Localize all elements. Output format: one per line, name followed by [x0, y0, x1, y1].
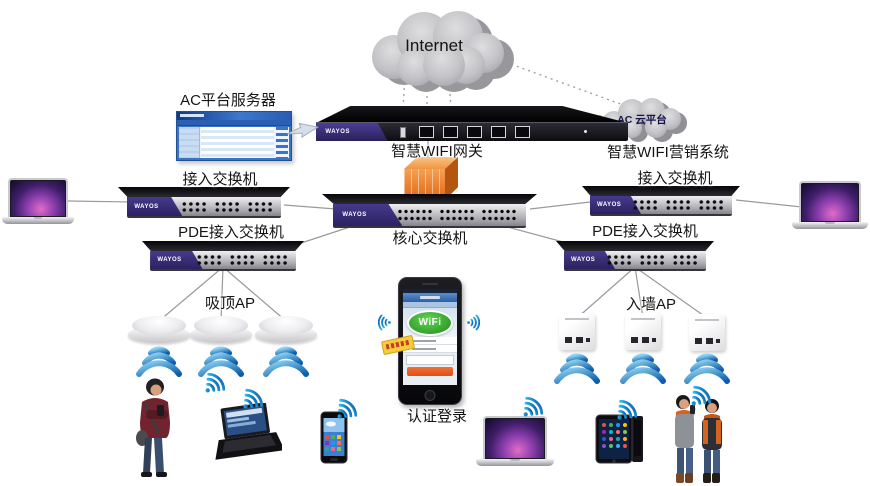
- link-pde-ap2: [220, 266, 224, 322]
- tablet-icon: [595, 414, 643, 464]
- ac-server-label: AC平台服务器: [180, 92, 276, 109]
- link-accessleft-core: [283, 204, 337, 210]
- login-button: [407, 367, 453, 376]
- link-core-accessright: [529, 201, 591, 210]
- wifi-signal-icon: [691, 385, 712, 406]
- link-pde-wap2: [634, 266, 644, 319]
- ceiling-ap-label: 吸顶AP: [204, 295, 256, 312]
- server-navbar: [177, 120, 291, 126]
- wall-ap-icon: [689, 314, 725, 351]
- access-switch-right-label: 接入交换机: [637, 170, 713, 187]
- ceiling-ap-icon: [190, 316, 252, 343]
- link-core-pdeleft: [294, 224, 357, 246]
- wall-ap-icon: [559, 313, 595, 350]
- ceiling-ap-icon: [128, 316, 190, 343]
- pde-switch-left-label: PDE接入交换机: [178, 224, 284, 241]
- wifi-signal-icon: [523, 396, 544, 417]
- wifi-wave-icon: [620, 353, 666, 384]
- wifi-signal-icon: [205, 372, 226, 393]
- wifi-wave-icon: [263, 346, 309, 377]
- pde-switch-right-label: PDE接入交换机: [592, 223, 698, 240]
- server-table: [179, 127, 289, 158]
- server-titlebar: [177, 112, 291, 120]
- core-switch-label: 核心交换机: [392, 230, 468, 247]
- link-laptop-left-switch: [67, 200, 133, 203]
- link-pde-ap3: [222, 266, 287, 322]
- link-pde-wap1: [576, 266, 636, 319]
- link-accessright-laptop: [735, 199, 803, 208]
- wifi-wave-icon: [684, 353, 730, 384]
- access-switch-left-label: 接入交换机: [182, 171, 258, 188]
- wifi-logo: WiFi: [407, 309, 453, 336]
- wifi-signal-icon: [617, 399, 638, 420]
- pde-switch-right-device: WAYOS: [556, 241, 714, 271]
- macbook-right-icon: [792, 181, 868, 229]
- core-switch-device: WAYOS: [322, 194, 537, 228]
- link-pde-wap3: [634, 266, 708, 319]
- wifi-gateway-device: WAYOS: [316, 106, 628, 141]
- home-button-icon: [424, 390, 436, 401]
- wifi-signal-icon: [243, 388, 264, 409]
- login-input: [406, 355, 454, 365]
- internet-label: Internet: [405, 36, 463, 55]
- marketing-system-label: 智慧WIFI营销系统: [607, 144, 729, 161]
- ceiling-ap-icon: [255, 316, 317, 343]
- internet-cloud-icon: Internet: [372, 11, 514, 92]
- ac-server-screenshot: [176, 111, 292, 161]
- people-icon: [675, 395, 722, 483]
- access-switch-left-device: WAYOS: [118, 187, 290, 218]
- wifi-signal-icon: [337, 398, 358, 419]
- access-switch-right-device: WAYOS: [582, 186, 740, 216]
- person-icon: [136, 378, 170, 477]
- gateway-brand: WAYOS: [316, 123, 388, 141]
- ac-cloud-label: AC 云平台: [617, 113, 667, 126]
- macbook-left-icon: [2, 178, 74, 224]
- wall-ap-icon: [625, 313, 661, 350]
- auth-login-label: 认证登录: [406, 408, 468, 425]
- black-laptop-icon: [215, 403, 282, 460]
- wall-ap-label: 入墙AP: [625, 296, 677, 313]
- wifi-wave-icon: [554, 353, 600, 384]
- macbook-bottom-icon: [476, 416, 554, 466]
- link-pde-ap1: [158, 266, 224, 322]
- wifi-wave-icon: [136, 346, 182, 377]
- smartphone-icon: [320, 411, 348, 464]
- pde-switch-left-device: WAYOS: [142, 241, 304, 271]
- flow-arrow-icon: [287, 122, 320, 139]
- gateway-ports: [418, 126, 530, 138]
- wifi-signal-icon: [377, 314, 391, 331]
- auth-phone: WiFi: [380, 277, 464, 405]
- wifi-signal-icon: [467, 314, 481, 331]
- gateway-label: 智慧WIFI网关: [391, 143, 483, 160]
- wifi-wave-icon: [198, 346, 244, 377]
